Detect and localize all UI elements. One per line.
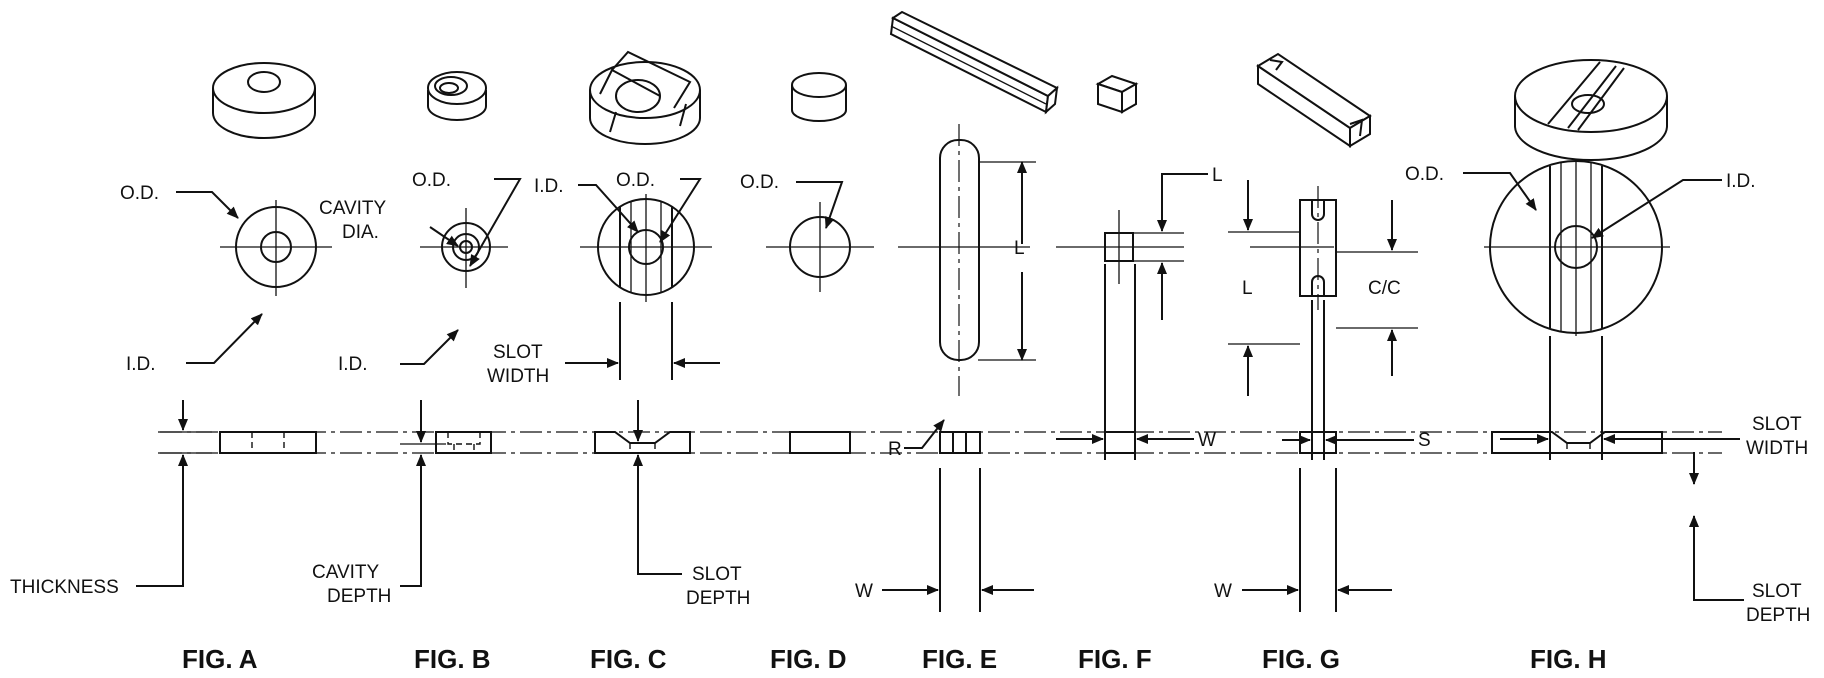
- label-slot-depth-c-line1: SLOT: [692, 564, 742, 585]
- label-cc-g: C/C: [1368, 278, 1401, 299]
- label-od-h: O.D.: [1405, 164, 1444, 185]
- front-view-d: [766, 202, 874, 292]
- front-view-e: [898, 124, 1030, 396]
- label-slot-depth-h-line2: DEPTH: [1746, 605, 1810, 626]
- label-s-g: S: [1418, 430, 1431, 451]
- label-l-e: L: [1014, 238, 1025, 259]
- label-slot-width-h-line1: SLOT: [1752, 414, 1802, 435]
- label-w-f: W: [1198, 430, 1216, 451]
- iso-cube-f: [1095, 74, 1139, 114]
- caption-fig-f: FIG. F: [1078, 644, 1152, 674]
- iso-slotted-bar-g: [1256, 52, 1372, 148]
- caption-fig-a: FIG. A: [182, 644, 258, 674]
- label-thickness: THICKNESS: [10, 577, 119, 598]
- front-view-h: [1484, 160, 1670, 336]
- label-w-e: W: [855, 581, 873, 602]
- label-slot-depth-c-line2: DEPTH: [686, 588, 750, 609]
- label-l-f: L: [1212, 165, 1223, 186]
- label-w-g: W: [1214, 581, 1232, 602]
- label-od-c: O.D.: [616, 170, 655, 191]
- label-id-a: I.D.: [126, 354, 156, 375]
- iso-slotted-disc-c: [589, 50, 701, 145]
- text-labels: O.D. I.D. O.D. CAVITY DIA. I.D. I.D. O.D…: [10, 164, 1810, 626]
- iso-disc-d: [791, 72, 847, 122]
- label-l-g: L: [1242, 278, 1253, 299]
- caption-fig-d: FIG. D: [770, 644, 847, 674]
- label-slot-depth-h-line1: SLOT: [1752, 581, 1802, 602]
- front-view-g: [1250, 186, 1337, 310]
- caption-fig-e: FIG. E: [922, 644, 997, 674]
- front-view-b: [420, 208, 508, 288]
- label-od-b: O.D.: [412, 170, 451, 191]
- caption-fig-g: FIG. G: [1262, 644, 1340, 674]
- iso-bar-e: [889, 10, 1059, 115]
- label-cavity-depth-line2: DEPTH: [327, 586, 391, 607]
- figure-captions: FIG. A FIG. B FIG. C FIG. D FIG. E FIG. …: [182, 644, 1607, 674]
- iso-views: [212, 10, 1668, 161]
- label-cavity-depth-line1: CAVITY: [312, 562, 380, 583]
- caption-fig-b: FIG. B: [414, 644, 491, 674]
- label-od-a: O.D.: [120, 183, 159, 204]
- label-cavity-dia-line2: DIA.: [342, 222, 379, 243]
- label-id-c: I.D.: [534, 176, 564, 197]
- label-od-d: O.D.: [740, 172, 779, 193]
- front-view-c: [580, 194, 712, 302]
- label-id-b: I.D.: [338, 354, 368, 375]
- caption-fig-h: FIG. H: [1530, 644, 1607, 674]
- label-slot-width-h-line2: WIDTH: [1746, 438, 1808, 459]
- iso-washer-b: [427, 71, 487, 121]
- label-cavity-dia-line1: CAVITY: [319, 198, 387, 219]
- front-view-f: [1056, 210, 1184, 284]
- label-id-h: I.D.: [1726, 171, 1756, 192]
- label-r-e: R: [888, 439, 902, 460]
- dimensions: [136, 161, 1744, 612]
- label-slot-width-c-line1: SLOT: [493, 342, 543, 363]
- caption-fig-c: FIG. C: [590, 644, 667, 674]
- label-slot-width-c-line2: WIDTH: [487, 366, 549, 387]
- iso-slotted-disc-h: [1514, 59, 1668, 161]
- front-view-a: [220, 200, 332, 296]
- side-views: [160, 431, 1722, 454]
- iso-washer-a: [212, 62, 316, 139]
